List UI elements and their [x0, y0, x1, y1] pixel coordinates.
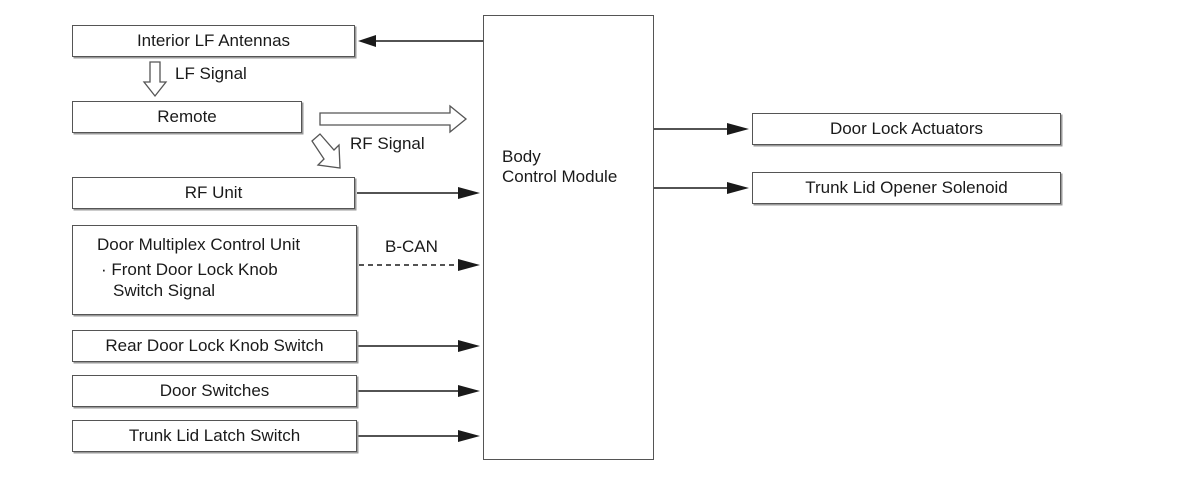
door-switches-box: Door Switches [72, 375, 357, 407]
door-switches-label: Door Switches [159, 381, 270, 400]
interior-lf-antennas-box: Interior LF Antennas [72, 25, 355, 57]
lf-signal-label: LF Signal [175, 64, 247, 83]
lf-signal-hollow-arrow [142, 61, 168, 98]
trunk-lid-opener-solenoid-box: Trunk Lid Opener Solenoid [752, 172, 1061, 204]
bcan-label: B-CAN [385, 237, 438, 256]
rear-door-lock-knob-switch-label: Rear Door Lock Knob Switch [105, 336, 324, 355]
rf-unit-box: RF Unit [72, 177, 355, 209]
rf-signal-hollow-arrow [311, 133, 341, 169]
rf-unit-label: RF Unit [184, 183, 243, 202]
remote-box: Remote [72, 101, 302, 133]
door-multiplex-title: Door Multiplex Control Unit [97, 235, 301, 254]
door-lock-actuators-box: Door Lock Actuators [752, 113, 1061, 145]
remote-label: Remote [157, 107, 217, 126]
interior-lf-antennas-label: Interior LF Antennas [136, 31, 291, 50]
body-control-module-box: Body Control Module [483, 15, 654, 460]
trunk-lid-latch-switch-label: Trunk Lid Latch Switch [128, 426, 301, 445]
arrowhead-lf-antennas [358, 35, 376, 47]
rear-door-lock-knob-switch-box: Rear Door Lock Knob Switch [72, 330, 357, 362]
trunk-lid-opener-solenoid-label: Trunk Lid Opener Solenoid [805, 178, 1008, 197]
door-lock-actuators-label: Door Lock Actuators [829, 119, 984, 138]
body-control-module-label: Body Control Module [502, 147, 618, 186]
front-door-lock-knob-signal-item: · Front Door Lock Knob Switch Signal [101, 260, 278, 300]
door-multiplex-control-unit-box: Door Multiplex Control Unit · Front Door… [72, 225, 357, 315]
remote-to-bcm-hollow-arrow [319, 104, 468, 134]
rf-signal-label: RF Signal [350, 134, 425, 153]
trunk-lid-latch-switch-box: Trunk Lid Latch Switch [72, 420, 357, 452]
